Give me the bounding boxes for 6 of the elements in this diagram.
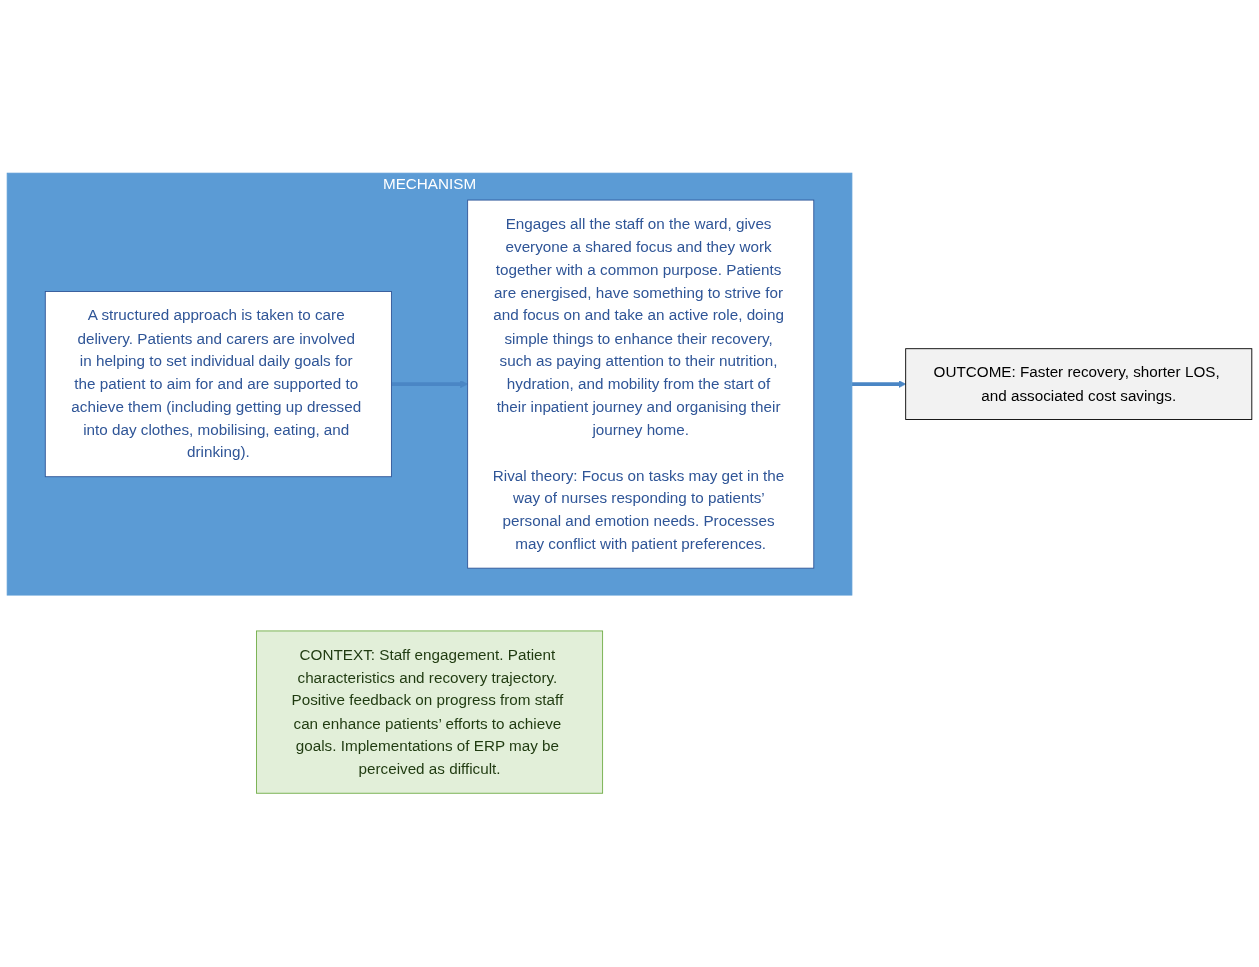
node-box: OUTCOME: Faster recovery, shorter LOS, and associated cost savings. <box>905 348 1253 421</box>
arrow <box>391 380 468 389</box>
node-box: A structured approach is taken to care delivery. Patients and carers are involved in helping to set individual daily goals for the patient to aim for and are supported to achieve them (including getting up dressed into day clothes, mobilising, eating, and drinking). <box>44 291 392 478</box>
node-box: CONTEXT: Staff engagement. Patient characteristics and recovery trajectory. Positive feedback on progress from staff can enhance patients’ efforts to achieve goals. Implementations of ERP may be perceived as difficult. <box>256 630 604 794</box>
node-box: Engages all the staff on the ward, gives everyone a shared focus and they work together with a common purpose. Patients are energised, have something to strive for and focus on and take an active role, doing simple things to enhance their recovery, such as paying attention to their nutrition, hydration, and mobility from the start of their inpatient journey and organising their journey home. Rival theory: Focus on tasks may get in the way of nurses responding to patients’ personal and emotion needs. Processes may conflict with patient preferences. <box>467 199 815 569</box>
arrow <box>851 380 907 389</box>
